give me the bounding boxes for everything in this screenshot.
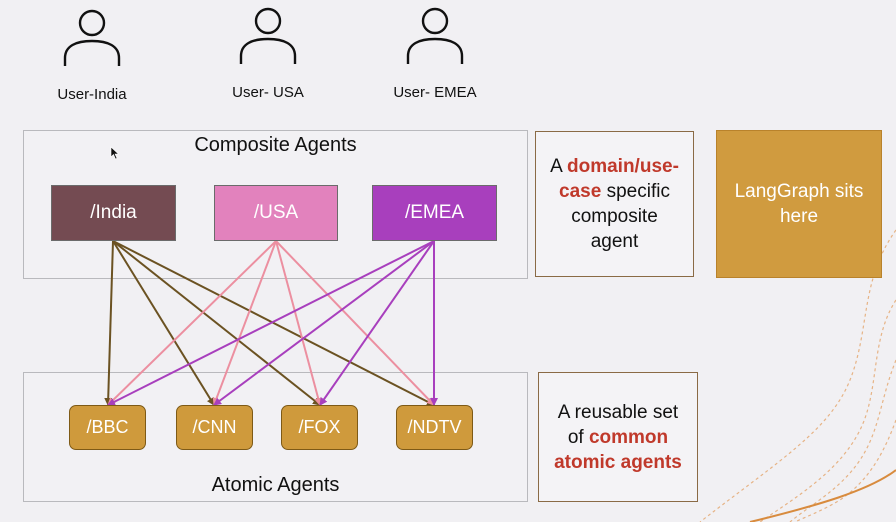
- atomic-agent-ndtv[interactable]: /NDTV: [396, 405, 473, 450]
- arrow-india-to-ndtv: [112, 240, 435, 406]
- arrow-usa-to-bbc: [107, 240, 277, 406]
- composite-agent-label: /USA: [253, 202, 299, 223]
- arrow-india-to-cnn: [112, 240, 215, 406]
- user-usa: User- USA: [213, 6, 323, 101]
- note-text: A reusable set of: [557, 401, 679, 448]
- user-india: User-India: [37, 8, 147, 103]
- arrow-emea-to-cnn: [213, 240, 435, 406]
- note-highlight: common atomic agents: [554, 426, 682, 473]
- user-label: User- USA: [232, 84, 304, 101]
- composite-agent-label: /India: [90, 202, 137, 223]
- composite-agent-usa[interactable]: /USA: [214, 185, 338, 241]
- user-emea: User- EMEA: [380, 6, 490, 101]
- user-label: User-India: [57, 86, 127, 103]
- atomic-agent-fox[interactable]: /FOX: [281, 405, 358, 450]
- arrow-usa-to-cnn: [212, 240, 277, 406]
- arrow-usa-to-ndtv: [275, 240, 435, 406]
- mouse-cursor-icon: [110, 146, 120, 160]
- composite-agents-title: Composite Agents: [194, 134, 357, 156]
- atomic-agent-label: /FOX: [298, 417, 341, 437]
- atomic-agent-note: A reusable set of common atomic agents: [538, 372, 698, 502]
- note-text: specific composite agent: [571, 181, 670, 252]
- atomic-agent-cnn[interactable]: /CNN: [176, 405, 253, 450]
- user-icon: [406, 7, 464, 64]
- atomic-agent-label: /CNN: [192, 417, 237, 437]
- arrow-india-to-fox: [112, 240, 321, 406]
- note-highlight: domain/use-case: [559, 156, 679, 202]
- user-label: User- EMEA: [393, 84, 477, 101]
- arrow-emea-to-fox: [319, 240, 435, 406]
- composite-agent-india[interactable]: /India: [51, 185, 176, 241]
- langgraph-text: LangGraph sits here: [734, 181, 864, 227]
- composite-agent-emea[interactable]: /EMEA: [372, 185, 497, 241]
- composite-agent-note: A domain/use-case specific composite age…: [535, 131, 694, 277]
- atomic-agent-label: /NDTV: [407, 417, 462, 437]
- arrow-india-to-bbc: [104, 240, 114, 406]
- atomic-agent-label: /BBC: [86, 417, 129, 437]
- arrow-emea-to-bbc: [107, 240, 435, 406]
- atomic-agents-title: Atomic Agents: [211, 474, 340, 496]
- langgraph-box: LangGraph sits here: [716, 130, 882, 278]
- user-icon: [239, 7, 297, 64]
- note-text: A: [550, 156, 567, 177]
- user-icon: [63, 9, 121, 66]
- arrow-usa-to-fox: [275, 240, 323, 406]
- atomic-agent-bbc[interactable]: /BBC: [69, 405, 146, 450]
- composite-agent-label: /EMEA: [404, 202, 465, 223]
